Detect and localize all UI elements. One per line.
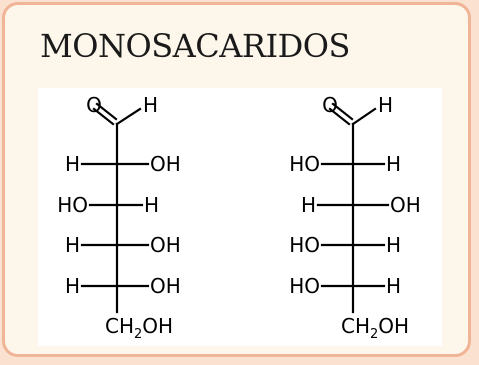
- m1-aldehyde-o: O: [86, 93, 102, 117]
- m2-aldehyde-o: O: [322, 93, 338, 117]
- m2-row-2-left: H: [301, 193, 316, 217]
- m2-row-4-left: HO: [289, 274, 320, 298]
- m1-row-2-right: H: [144, 193, 159, 217]
- m2-ch-bond: [351, 107, 377, 126]
- m2-row-3-right: H: [386, 233, 401, 257]
- m2-row-1-right: H: [386, 152, 401, 176]
- m2-bottom-group: CH2OH: [341, 314, 409, 342]
- m1-bottom-sub: 2: [134, 327, 142, 342]
- m1-row-1-left: H: [65, 152, 80, 176]
- m1-bottom-tail: OH: [142, 314, 173, 338]
- diagram-area: [38, 88, 442, 346]
- m1-row-4-left: H: [65, 274, 80, 298]
- m2-bottom-sub: 2: [370, 327, 378, 342]
- molecule-2: O H HO H H OH HO H HO H CH2OH: [289, 93, 421, 342]
- m1-row-3-left: H: [65, 233, 80, 257]
- m1-row-1-right: OH: [150, 152, 181, 176]
- m1-bottom-group: CH2OH: [105, 314, 173, 342]
- m1-co-bond-1: [92, 107, 115, 126]
- m2-row-3-left: HO: [289, 233, 320, 257]
- m1-row-2-left: HO: [57, 193, 88, 217]
- slide-title: MONOSACARIDOS: [40, 27, 350, 65]
- m1-co-bond-2: [95, 102, 118, 121]
- m2-row-2-right: OH: [390, 193, 421, 217]
- m2-co-bond-1: [328, 107, 351, 126]
- m1-ch-bond: [115, 107, 142, 126]
- m1-aldehyde-h: H: [143, 93, 158, 117]
- molecule-1: O H H OH HO H H OH H OH CH2OH: [57, 93, 181, 342]
- m2-co-bond-2: [331, 102, 354, 121]
- m1-row-4-right: OH: [150, 274, 181, 298]
- m1-row-3-right: OH: [150, 233, 181, 257]
- m1-bottom-main: CH: [105, 314, 134, 338]
- m2-row-1-left: HO: [289, 152, 320, 176]
- m2-bottom-main: CH: [341, 314, 370, 338]
- m2-row-4-right: H: [386, 274, 401, 298]
- m2-aldehyde-h: H: [378, 93, 393, 117]
- m2-bottom-tail: OH: [378, 314, 409, 338]
